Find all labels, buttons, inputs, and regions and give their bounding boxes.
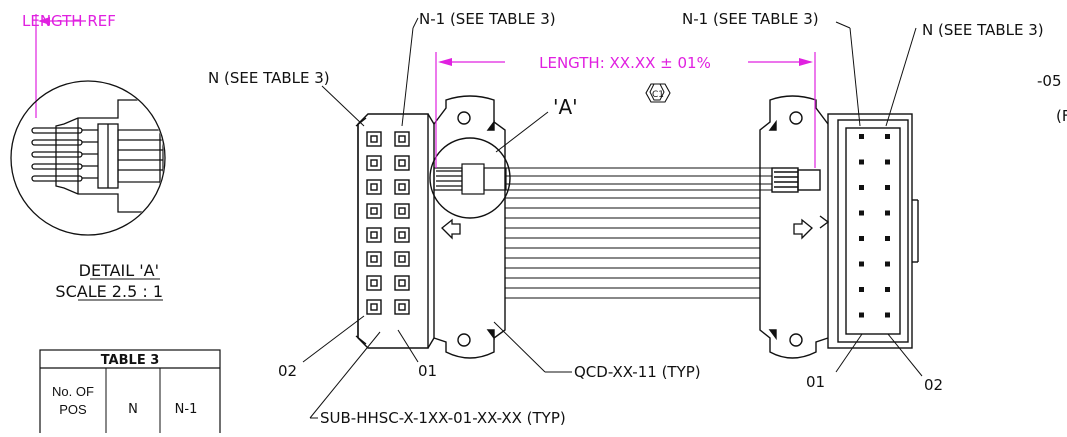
left-connector [355,113,435,349]
right-pin [885,210,890,216]
revision-label: C1 [652,90,664,100]
left-pin-socket-inner [398,303,406,311]
right-connector-pins [859,134,890,318]
right-connector [827,113,919,349]
left-connector-pins [366,131,410,315]
left-bracket [433,95,506,359]
right-pin [885,261,890,267]
left-pin-socket [366,131,382,147]
left-pin-socket-inner [370,279,378,287]
left-pin-socket [366,299,382,315]
left-pin-socket-inner [398,159,406,167]
left-pin-socket-inner [398,279,406,287]
callout-qcd: QCD-XX-11 (TYP) [574,363,701,381]
left-pin-socket [394,155,410,171]
table-3-title: TABLE 3 [101,353,160,368]
callout-n-right: N (SEE TABLE 3) [922,21,1044,39]
detail-a-marker-circle [429,137,511,219]
callout-pin02-right: 02 [924,376,943,394]
right-pin [859,210,864,216]
left-cable-termination [433,163,507,195]
left-pin-socket-inner [370,207,378,215]
left-pin-socket [394,275,410,291]
left-pin-socket [394,299,410,315]
partial-note-line2: (F [1056,107,1067,125]
left-pin-socket [394,131,410,147]
left-pin-socket-inner [370,183,378,191]
detail-title: DETAIL 'A' [79,261,159,280]
callout-sub: SUB-HHSC-X-1XX-01-XX-XX (TYP) [320,409,566,427]
length-dimension-label: LENGTH: XX.XX ± 01% [539,54,711,72]
table-3-header-pos: No. OF POS [52,384,94,417]
callout-n1-right: N-1 (SEE TABLE 3) [682,10,819,28]
right-pin [885,134,890,139]
right-pin [859,185,864,190]
left-pin-socket-inner [370,159,378,167]
left-pin-socket [366,251,382,267]
left-pin-socket-inner [370,303,378,311]
table-3-header-n: N [128,402,138,417]
detail-scale: SCALE 2.5 : 1 [55,282,163,301]
right-pin [885,236,890,241]
left-direction-arrow-icon [441,218,461,240]
left-pin-socket [366,203,382,219]
detail-circle [10,80,166,236]
left-pin-socket [394,251,410,267]
dimension-arrow-right [799,58,813,66]
left-pin-socket-inner [398,183,406,191]
callout-n1-left: N-1 (SEE TABLE 3) [419,10,556,28]
right-pin [859,159,864,165]
right-pin [885,287,890,292]
detail-a-view [10,14,166,236]
right-pin [859,312,864,318]
callout-pin01-left: 01 [418,362,437,380]
right-pin [859,134,864,139]
right-pin [859,287,864,292]
left-pin-socket-inner [370,231,378,239]
left-pin-socket-inner [370,255,378,263]
revision-marker: C1 [645,83,671,103]
table-3-header-n1: N-1 [175,402,198,417]
ribbon-cable [505,167,772,299]
right-pin [885,312,890,318]
detail-pins [31,127,83,182]
right-pin [859,236,864,241]
right-pin [859,261,864,267]
right-pin [885,185,890,190]
length-ref-label: LENGTH REF [22,12,116,30]
left-pin-socket [394,203,410,219]
callout-n-left: N (SEE TABLE 3) [208,69,330,87]
left-pin-socket-inner [398,135,406,143]
left-pin-socket [366,179,382,195]
left-pin-socket [366,155,382,171]
right-bracket [759,95,830,359]
left-pin-socket-inner [398,231,406,239]
leader-lines [302,17,923,419]
left-pin-socket-inner [398,207,406,215]
left-pin-socket [366,275,382,291]
right-pin [885,159,890,165]
table-3-header-pos-wrap: No. OF POS [52,384,94,417]
callout-pin02-left: 02 [278,362,297,380]
callout-detail-a: 'A' [553,95,578,119]
length-dimension [435,52,816,168]
right-direction-arrow-icon [793,218,813,240]
left-pin-socket-inner [398,255,406,263]
table-3: TABLE 3 No. OF POS N N-1 [39,349,221,436]
length-ref-arrowhead [38,17,50,25]
left-pin-socket [394,227,410,243]
dimension-arrow-left [438,58,452,66]
partial-note-line1: -05 [1037,72,1062,90]
left-pin-socket [366,227,382,243]
left-pin-socket-inner [370,135,378,143]
left-pin-socket [394,179,410,195]
callout-pin01-right: 01 [806,373,825,391]
